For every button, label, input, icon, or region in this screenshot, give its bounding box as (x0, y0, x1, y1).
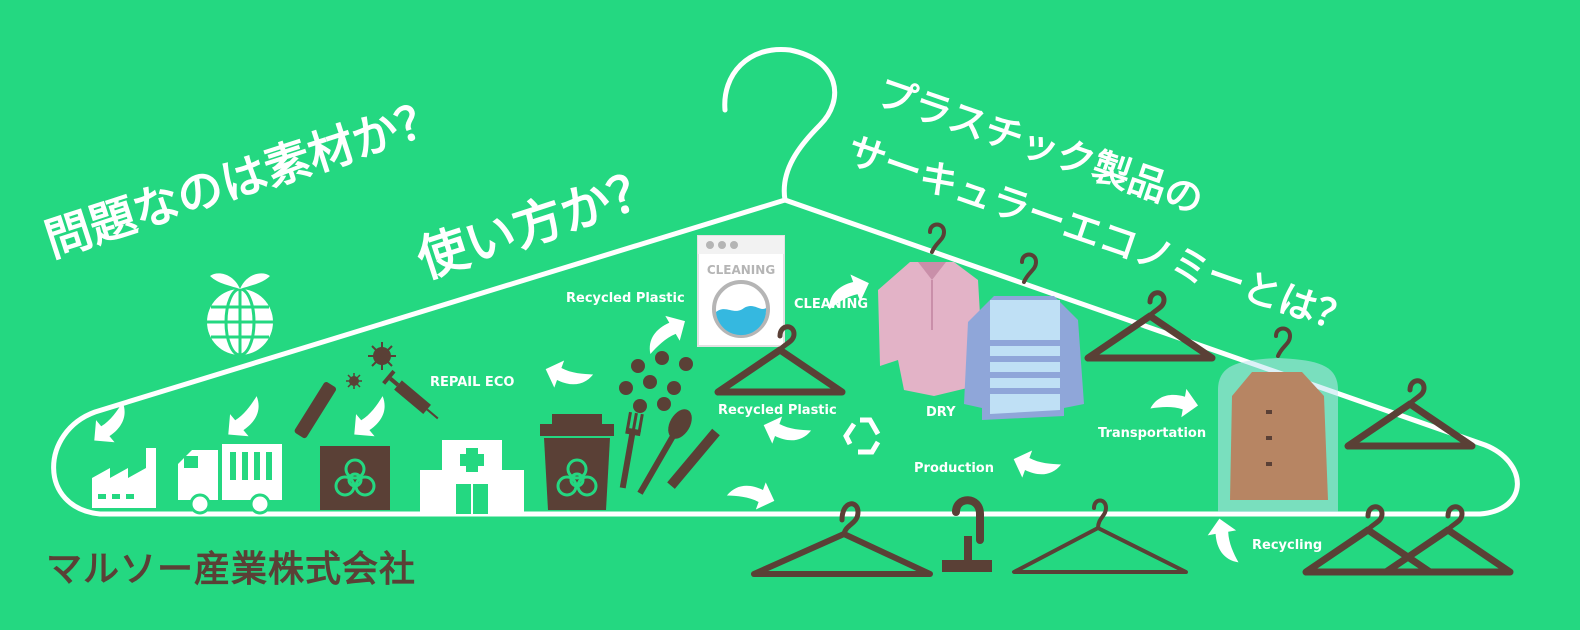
biohazard-bin-icon (294, 382, 390, 510)
arrow-icon (1205, 516, 1242, 567)
recycle-icon (843, 417, 881, 455)
hanger-icon (942, 496, 992, 572)
hospital-icon (420, 440, 524, 514)
factory-icon (92, 448, 156, 508)
arrow-icon (758, 411, 813, 455)
arrow-icon (540, 355, 595, 399)
machine-label: CLEANING (707, 263, 775, 277)
repair-eco-label: REPAIL ECO (430, 375, 514, 390)
recycled-plastic-mid-label: Recycled Plastic (718, 403, 837, 418)
transportation-label: Transportation (1098, 426, 1206, 441)
biohazard-bin-icon (540, 414, 614, 510)
recycling-label: Recycling (1252, 538, 1322, 553)
arrow-icon (1008, 445, 1063, 489)
garbage-truck-icon (178, 444, 282, 515)
arrow-icon (637, 308, 693, 357)
virus-icon (346, 373, 362, 389)
globe-icon (207, 273, 273, 357)
production-label: Production (914, 461, 994, 476)
arrow-icon (345, 393, 400, 446)
arrow-icon (219, 393, 274, 446)
fork-icon (619, 411, 644, 489)
shirt-icon (964, 252, 1084, 420)
dry-label: DRY (926, 405, 956, 420)
virus-icon (368, 342, 396, 370)
plastic-pellets (619, 351, 693, 413)
recycled-plastic-top-label: Recycled Plastic (566, 291, 685, 306)
arrow-icon (725, 471, 780, 515)
big-hanger-outline (51, 46, 1520, 517)
hanger-icon (1012, 498, 1188, 574)
spoon-icon (637, 409, 692, 495)
washing-machine-icon: CLEANING (697, 235, 785, 347)
syringe-icon (382, 369, 439, 420)
hanger-icon (1306, 507, 1430, 572)
hanger-icon (751, 501, 933, 577)
coat-icon (1218, 326, 1338, 512)
hanger-icon (1386, 507, 1510, 572)
knife-icon (667, 428, 720, 489)
shirt-icon (878, 222, 984, 396)
arrow-icon (1149, 383, 1201, 420)
hanger-icon (1348, 381, 1472, 446)
company-name: マルソー産業株式会社 (46, 549, 417, 590)
